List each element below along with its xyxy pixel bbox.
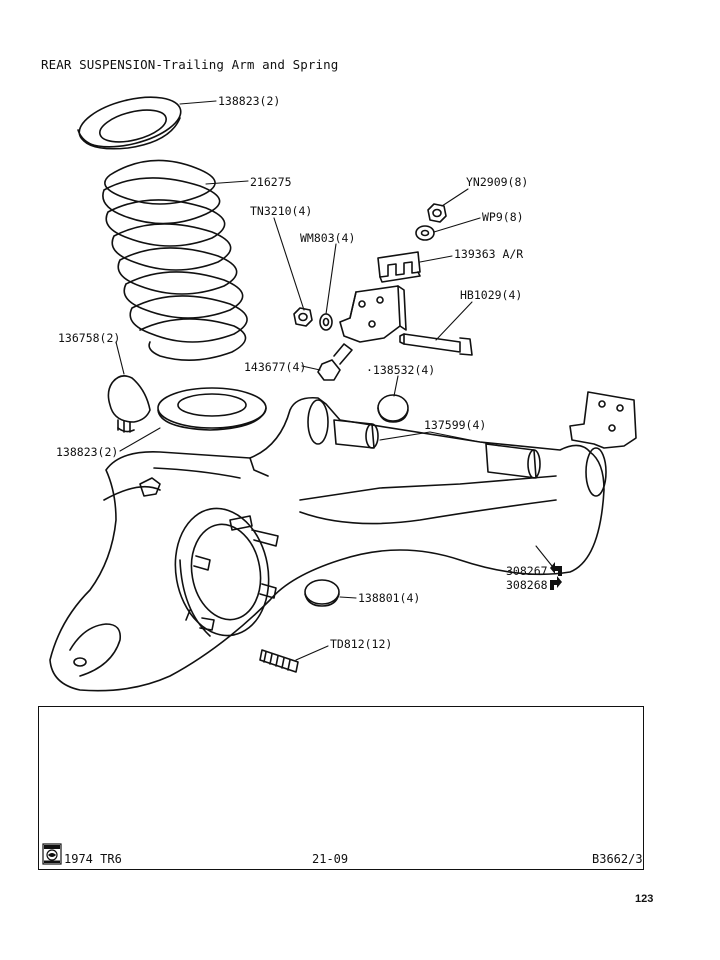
shim-139363-part	[377, 251, 421, 283]
label-136758: 136758(2)	[58, 331, 120, 345]
spring-seat-bottom-part	[157, 387, 267, 431]
bump-stop-part	[107, 375, 151, 433]
label-wm803: WM803(4)	[300, 231, 355, 245]
direction-arrows	[550, 562, 562, 590]
label-td812: TD812(12)	[330, 637, 392, 651]
footer-model: 1974 TR6	[64, 852, 122, 866]
washer-wm803-part	[319, 313, 333, 331]
label-yn2909: YN2909(8)	[466, 175, 528, 189]
label-143677: 143677(4)	[244, 360, 306, 374]
nut-yn2909-part	[427, 203, 447, 223]
stud-td812-part	[259, 649, 299, 673]
footer-ref: B3662/3	[592, 852, 643, 866]
label-139363: 139363 A/R	[454, 247, 523, 261]
label-137599: 137599(4)	[424, 418, 486, 432]
coil-spring-part	[102, 159, 248, 361]
nut-tn3210-part	[293, 307, 313, 327]
label-hb1029: HB1029(4)	[460, 288, 522, 302]
plug-138532-part	[377, 394, 409, 423]
manufacturer-logo-icon	[42, 843, 62, 865]
footer-section: 21-09	[312, 852, 349, 866]
label-216275: 216275	[250, 175, 292, 189]
label-tn3210: TN3210(4)	[250, 204, 312, 218]
mounting-bracket-part	[339, 285, 407, 343]
callout-labels: 138823(2) 216275 YN2909(8) TN3210(4) WP9…	[56, 94, 548, 651]
cap-138801-part	[304, 579, 340, 607]
washer-wp9-part	[415, 225, 435, 241]
bolt-143677-part	[317, 343, 353, 381]
label-wp9: WP9(8)	[482, 210, 524, 224]
label-138801: 138801(4)	[358, 591, 420, 605]
bolt-hb1029-part	[399, 333, 473, 356]
spring-seat-top-part	[77, 96, 182, 150]
page-number: 123	[635, 893, 654, 905]
right-bracket-part	[569, 391, 637, 449]
trailing-arm-part	[49, 396, 607, 692]
label-308267: 308267	[506, 564, 548, 578]
page-title: REAR SUSPENSION-Trailing Arm and Spring	[41, 57, 339, 72]
hub-flange-part	[174, 507, 279, 637]
label-138532: ·138532(4)	[366, 363, 435, 377]
leader-lines	[115, 100, 553, 661]
label-138823-bottom: 138823(2)	[56, 445, 118, 459]
label-308268: 308268	[506, 578, 548, 592]
footer-frame	[38, 706, 644, 870]
label-138823-top: 138823(2)	[218, 94, 280, 108]
